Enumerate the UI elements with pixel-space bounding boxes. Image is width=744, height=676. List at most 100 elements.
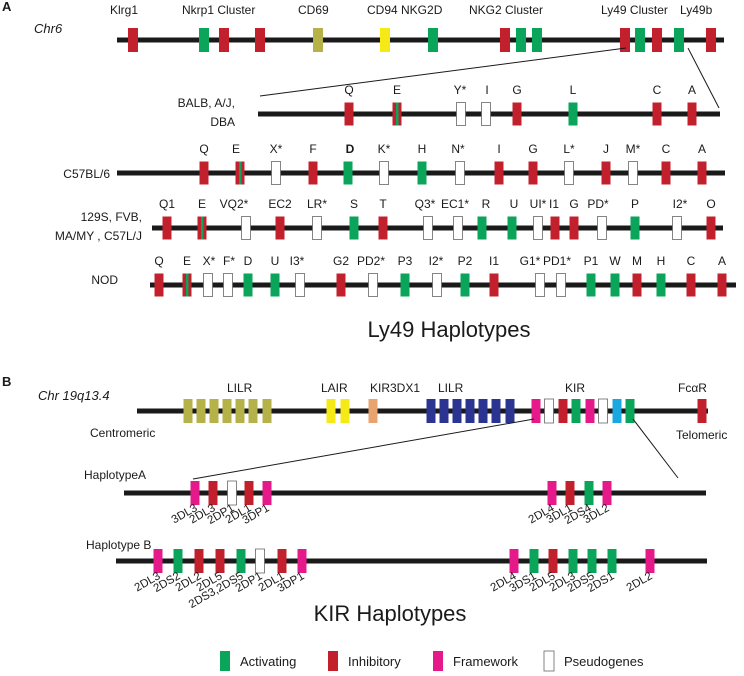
ly49-gene-label: L* xyxy=(563,142,575,156)
chr19-gene xyxy=(531,399,541,423)
ly49-gene xyxy=(162,216,172,240)
ly49-gene-label: C xyxy=(662,142,671,156)
panel-b-letter: B xyxy=(2,374,11,389)
legend-swatch-pseudogene xyxy=(543,650,555,672)
locus-ly49b: Ly49b xyxy=(680,3,713,17)
locus-nkg2-cluster: NKG2 Cluster xyxy=(469,3,543,17)
chr19-gene xyxy=(598,398,608,424)
chr19-gene xyxy=(465,399,475,423)
ly49-gene-label: E xyxy=(198,197,206,211)
chr19-gene xyxy=(478,399,488,423)
locus-lilr-1: LILR xyxy=(227,381,253,395)
kir-gene xyxy=(645,549,655,573)
ly49-gene xyxy=(343,161,353,185)
kir-gene xyxy=(277,549,287,573)
ly49-gene xyxy=(687,102,697,126)
kir-gene xyxy=(568,549,578,573)
ly49-gene-label: T xyxy=(379,197,387,211)
ly49-c57bl6-label: C57BL/6 xyxy=(63,167,110,181)
ly49-gene xyxy=(489,273,499,297)
ly49-balb-label: DBA xyxy=(210,115,235,129)
ly49-gene xyxy=(528,161,538,185)
ly49-gene xyxy=(586,273,596,297)
ly49-zoom-line-right xyxy=(687,47,720,109)
ly49-gene xyxy=(564,161,574,185)
ly49-gene-label: EC1* xyxy=(441,197,469,211)
ly49-gene-label: P2 xyxy=(458,254,473,268)
ly49-gene xyxy=(400,273,410,297)
ly49-gene xyxy=(597,216,607,240)
ly49-gene xyxy=(344,102,354,126)
chr19-gene xyxy=(209,399,219,423)
ly49-gene xyxy=(271,161,281,185)
ly49-129s-label: MA/MY , C57L/J xyxy=(55,229,142,243)
ly49-gene-label: N* xyxy=(451,142,465,156)
ly49-gene-label: A xyxy=(688,83,696,97)
ly49-gene xyxy=(601,161,611,185)
ly49-gene-label: I xyxy=(497,142,500,156)
ly49-gene xyxy=(275,216,285,240)
ly49-gene xyxy=(661,161,671,185)
ly49-gene-label: E xyxy=(183,254,191,268)
kir-gene xyxy=(607,549,617,573)
centromeric-label: Centromeric xyxy=(90,426,155,440)
kir-gene xyxy=(215,549,225,573)
kir-gene xyxy=(587,549,597,573)
legend-swatch-activating xyxy=(220,651,230,671)
ly49-gene xyxy=(632,273,642,297)
kir-gene xyxy=(227,480,237,506)
ly49-gene xyxy=(628,161,638,185)
ly49-gene xyxy=(223,273,233,297)
ly49-zoom-line-left xyxy=(259,47,627,97)
ly49-gene xyxy=(481,102,491,126)
locus-lilr-2: LILR xyxy=(438,381,464,395)
ly49-gene-label: K* xyxy=(378,142,391,156)
chr6-gene xyxy=(219,28,229,52)
ly49-gene xyxy=(697,161,707,185)
ly49-gene-label: M* xyxy=(626,142,641,156)
chr19-gene xyxy=(196,399,206,423)
ly49-gene-label: A xyxy=(718,254,726,268)
ly49-gene-label: L xyxy=(570,83,577,97)
chr6-gene xyxy=(428,28,438,52)
ly49-gene-label: C xyxy=(653,83,662,97)
ly49-gene-label: S xyxy=(350,197,358,211)
ly49-gene-label: O xyxy=(706,197,715,211)
ly49-gene-label: C xyxy=(687,254,696,268)
ly49-gene xyxy=(686,273,696,297)
locus-nkrp1-cluster: Nkrp1 Cluster xyxy=(182,3,255,17)
ly49-gene-label: F xyxy=(309,142,316,156)
ly49-129s-label: 129S, FVB, xyxy=(81,210,142,224)
chr6-gene xyxy=(500,28,510,52)
legend-swatch-inhibitory xyxy=(328,651,338,671)
chr6-gene xyxy=(706,28,716,52)
chr19-gene xyxy=(585,399,595,423)
chr19-gene xyxy=(426,399,436,423)
chr19-gene xyxy=(544,398,554,424)
ly49-gene-label: X* xyxy=(203,254,216,268)
ly49-gene-label: F* xyxy=(223,254,235,268)
ly49-gene xyxy=(378,216,388,240)
locus-cd94-nkg2d: CD94 NKG2D xyxy=(367,3,443,17)
ly49-gene-label: D xyxy=(244,254,253,268)
ly49-gene-stripe xyxy=(186,273,189,297)
ly49-gene-label: G xyxy=(569,197,578,211)
chr19-gene xyxy=(340,399,350,423)
ly49-gene-label: W xyxy=(609,254,621,268)
chr6-gene xyxy=(635,28,645,52)
chr19-gene xyxy=(452,399,462,423)
locus-cd69: CD69 xyxy=(298,3,329,17)
chr6-gene xyxy=(380,28,390,52)
ly49-gene-stripe xyxy=(239,161,242,185)
ly49-gene xyxy=(336,273,346,297)
ly49-gene-stripe xyxy=(201,216,204,240)
ly49-gene-label: U xyxy=(271,254,280,268)
kir-gene xyxy=(190,481,200,505)
ly49-gene-label: Q xyxy=(199,142,208,156)
legend-swatch-framework xyxy=(433,651,443,671)
kir-zoom-line-right xyxy=(632,418,679,479)
ly49-gene xyxy=(423,216,433,240)
panel-a-letter: A xyxy=(2,0,12,14)
kir-gene xyxy=(509,549,519,573)
ly49-gene-label: D xyxy=(346,142,355,156)
